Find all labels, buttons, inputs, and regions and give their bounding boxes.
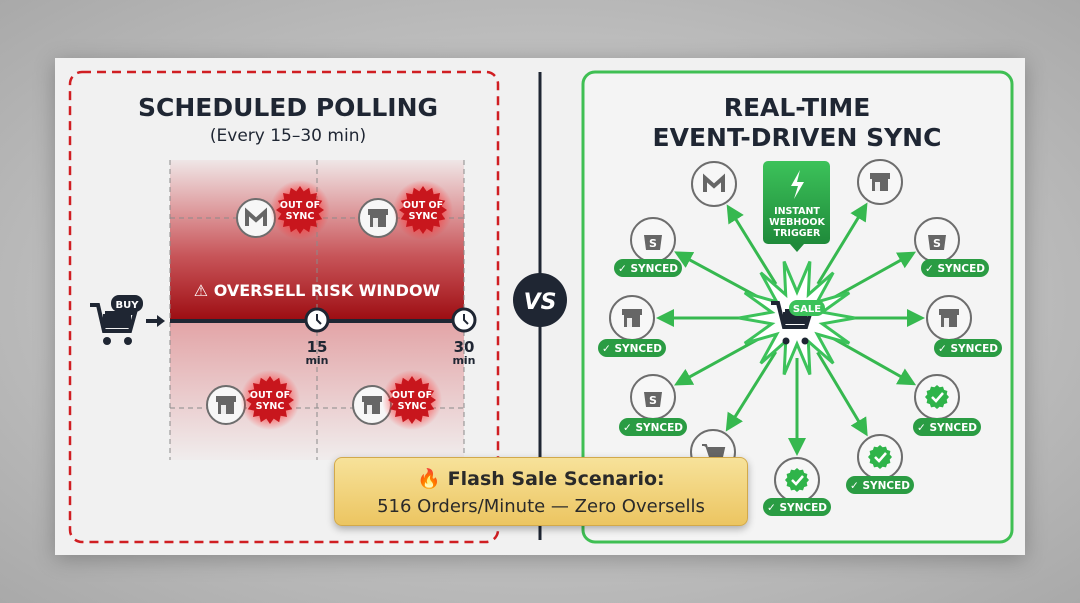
sync-arrow [831,336,917,386]
synced-badge: ✓ SYNCED [913,418,981,436]
shopping-cart-icon [90,303,138,345]
oversell-risk-label: ⚠ OVERSELL RISK WINDOW [194,281,441,300]
sync-arrow [674,335,763,386]
check-icon [774,457,820,503]
left-subtitle: (Every 15–30 min) [210,126,366,146]
svg-text:S: S [649,394,657,407]
buy-label: BUY [116,300,140,311]
synced-badge: ✓ SYNCED [598,339,666,357]
sync-arrow [831,251,917,300]
callout-title: 🔥 Flash Sale Scenario: [417,468,665,490]
arrow-head [157,315,165,327]
sale-label: SALE [793,304,821,315]
out-of-sync-line2: SYNC [256,401,285,412]
store-icon [358,198,398,238]
webhook-trigger-box: INSTANT WEBHOOK TRIGGER [763,161,830,252]
check-icon [857,434,903,480]
sync-arrow [816,202,868,285]
synced-label: ✓ SYNCED [938,343,998,355]
flash-sale-callout: 🔥 Flash Sale Scenario: 516 Orders/Minute… [334,457,748,526]
shopify-icon: S [914,217,960,263]
synced-label: ✓ SYNCED [850,480,910,492]
check-icon [914,374,960,420]
synced-label: ✓ SYNCED [767,502,827,514]
synced-badge: ✓ SYNCED [934,339,1002,357]
right-title-line1: REAL-TIME [724,93,871,122]
store-icon [206,385,246,425]
svg-text:S: S [649,237,657,250]
sale-badge [789,300,825,316]
synced-badge: ✓ SYNCED [614,259,682,277]
out-of-sync-line2: SYNC [398,401,427,412]
right-title-line2: EVENT-DRIVEN SYNC [653,123,942,152]
svg-text:S: S [933,237,941,250]
synced-label: ✓ SYNCED [623,422,683,434]
tick-unit: min [305,354,328,367]
synced-badge: ✓ SYNCED [846,476,914,494]
store-icon [857,159,903,205]
synced-label: ✓ SYNCED [618,263,678,275]
out-of-sync-line1: OUT OF [392,390,432,401]
buy-badge [111,295,143,312]
out-of-sync-line1: OUT OF [250,390,290,401]
lightning-bolt-icon [791,170,804,199]
synced-badge: ✓ SYNCED [921,259,989,277]
tick-value: 15 [307,338,328,356]
vs-badge [513,273,567,327]
trigger-line3: TRIGGER [774,228,821,239]
out-of-sync-line2: SYNC [286,211,315,222]
magento-icon [236,198,276,238]
shopify-icon: S [630,374,676,420]
tick-value: 30 [454,338,475,356]
left-title: SCHEDULED POLLING [138,93,438,122]
out-of-sync-line1: OUT OF [280,200,320,211]
synced-label: ✓ SYNCED [925,263,985,275]
vs-label: VS [524,290,557,315]
store-icon [609,295,655,341]
clock-icon [451,307,477,333]
magento-icon [691,161,737,207]
store-icon [926,295,972,341]
trigger-line2: WEBHOOK [769,217,825,228]
clock-icon [304,307,330,333]
synced-badge: ✓ SYNCED [619,418,687,436]
callout-subtitle: 516 Orders/Minute — Zero Oversells [377,496,705,517]
trigger-line1: INSTANT [774,206,820,217]
out-of-sync-line1: OUT OF [403,200,443,211]
synced-label: ✓ SYNCED [917,422,977,434]
sync-arrow [674,251,763,301]
sync-arrow [726,204,778,285]
out-of-sync-line2: SYNC [409,211,438,222]
sync-arrow [816,351,868,437]
left-panel-border [68,70,500,544]
synced-badge: ✓ SYNCED [763,498,831,516]
sync-arrow [725,351,778,432]
shopify-icon: S [630,217,676,263]
synced-label: ✓ SYNCED [602,343,662,355]
tick-unit: min [452,354,475,367]
